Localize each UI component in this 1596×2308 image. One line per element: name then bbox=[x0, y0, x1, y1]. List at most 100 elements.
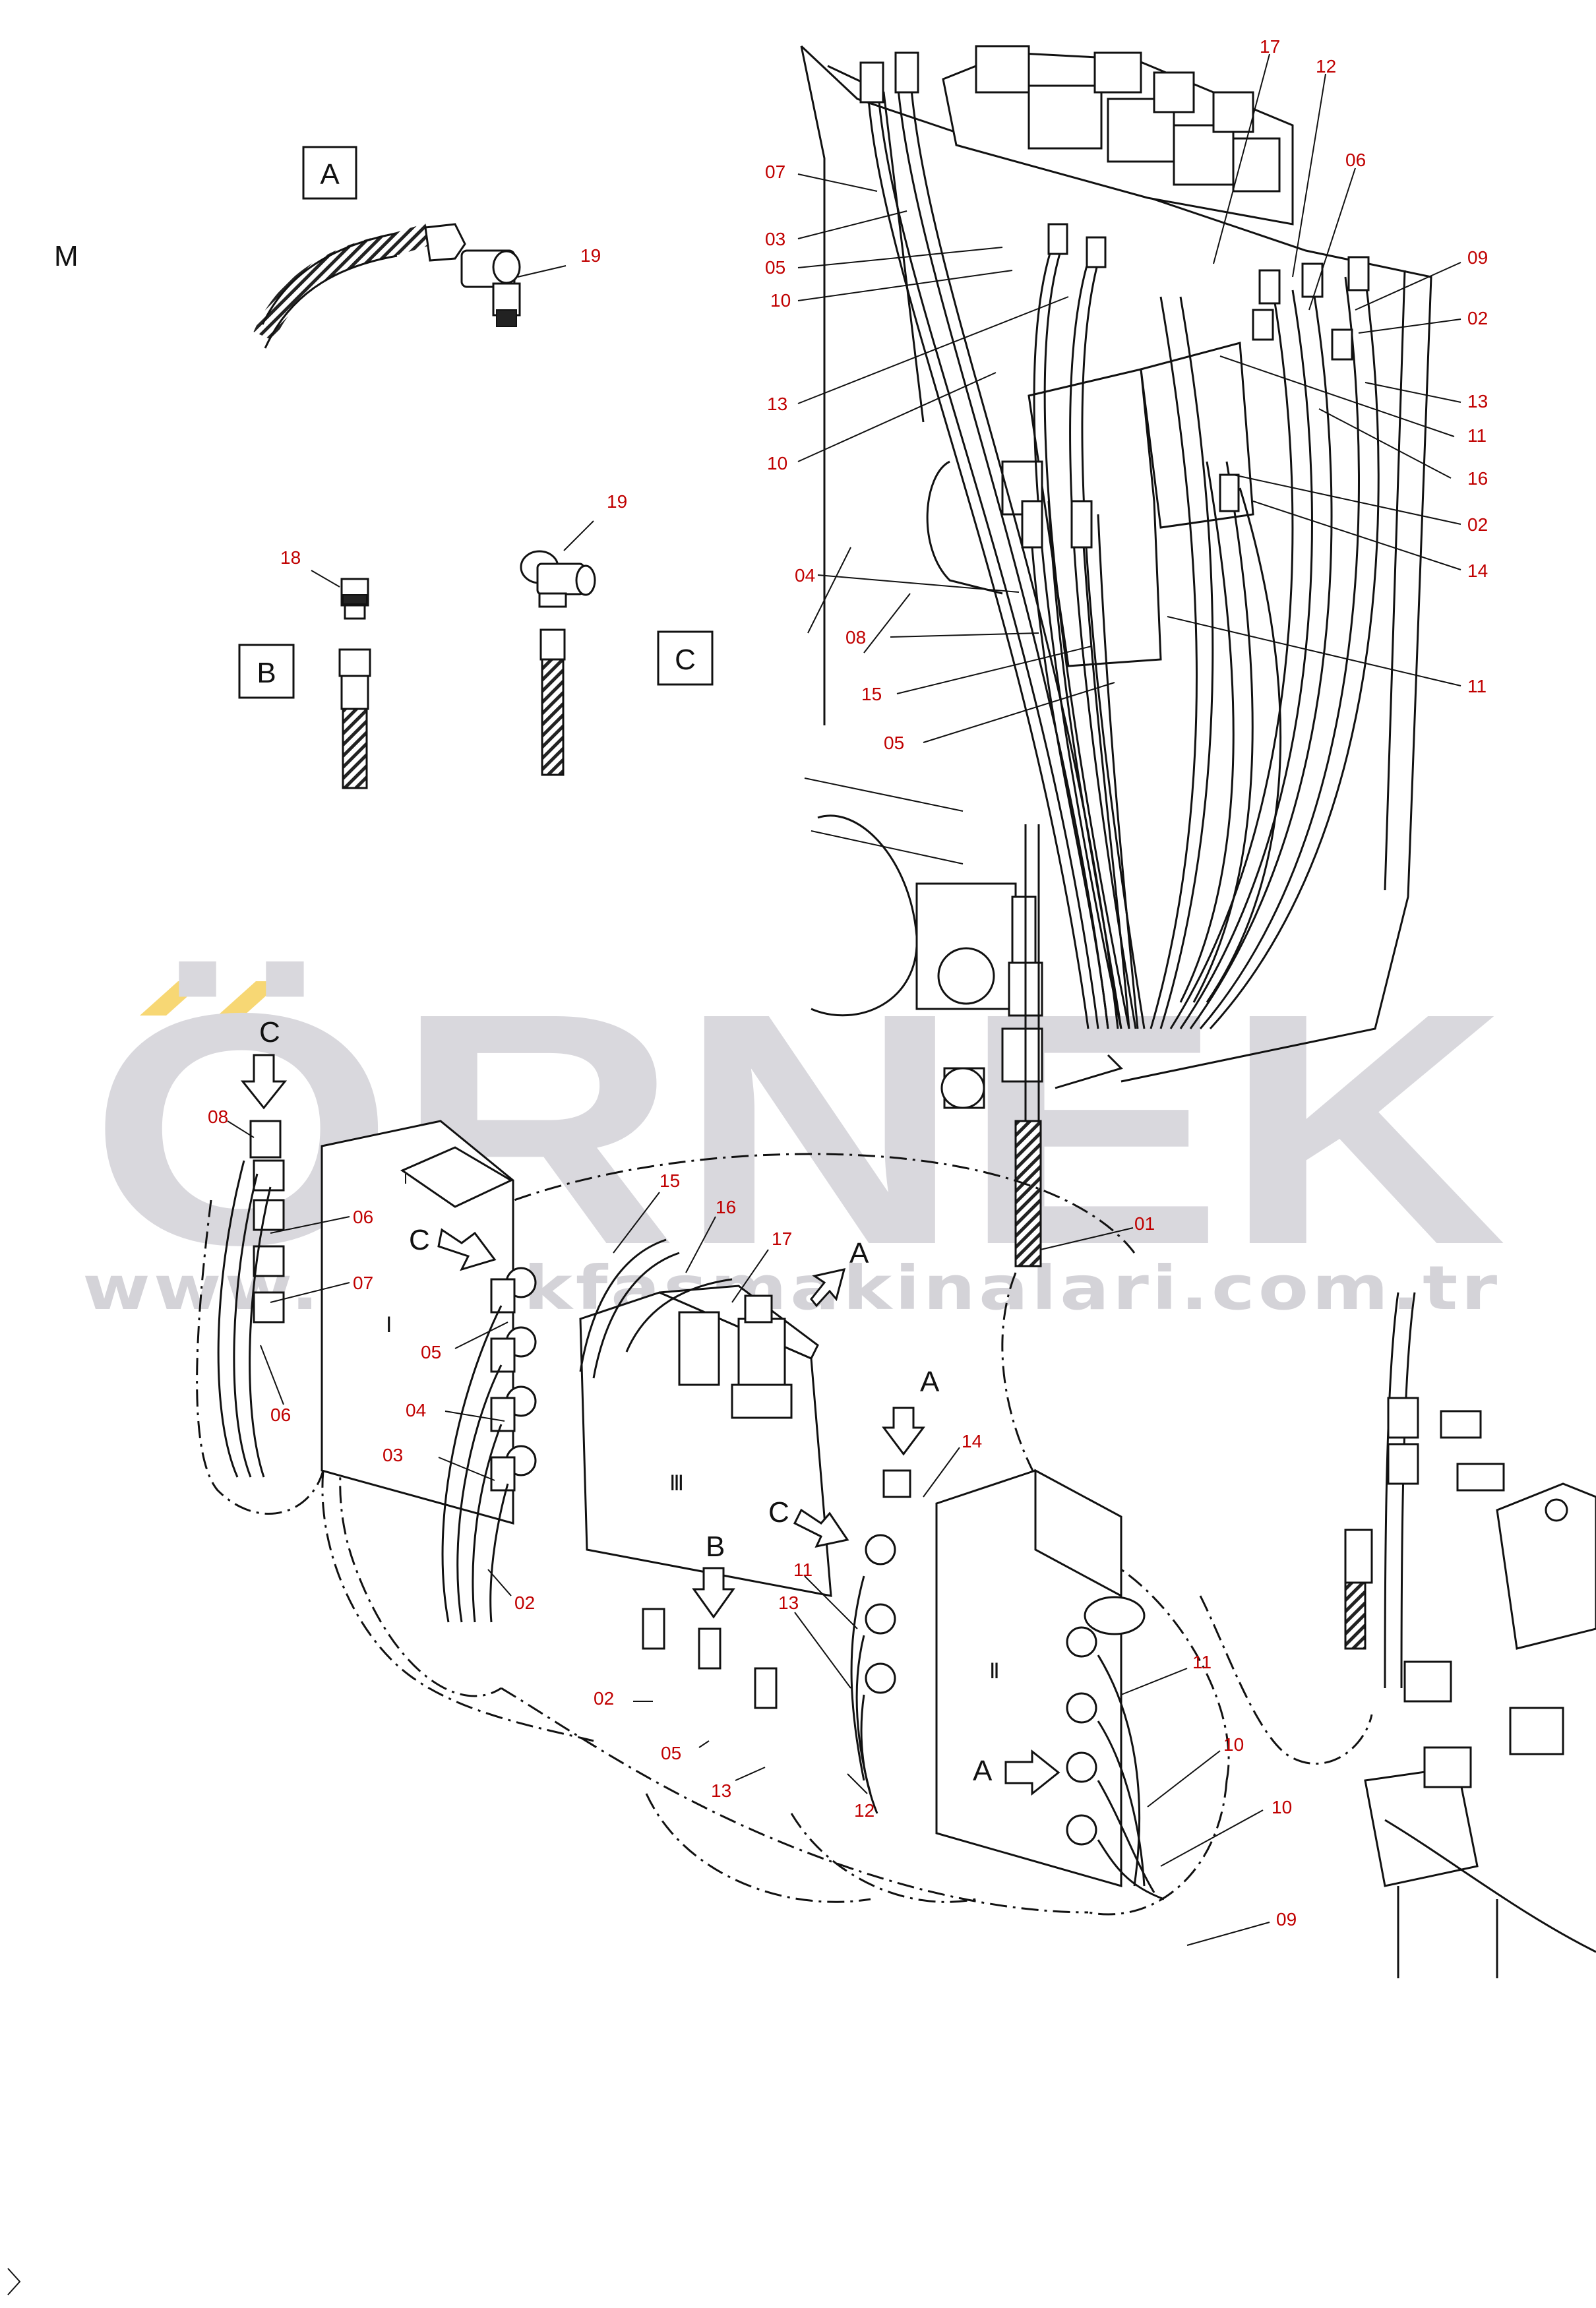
lower-callout-01: 01 bbox=[1134, 1213, 1155, 1234]
upper-callouts-right: 09 02 13 11 16 02 14 11 bbox=[1467, 247, 1488, 696]
watermark-url: www.ornekfasmakinalari.com.tr bbox=[82, 1253, 1500, 1323]
upper-callout-10b: 10 bbox=[767, 453, 787, 473]
detail-a-hose bbox=[253, 223, 432, 342]
upper-leaders-left bbox=[797, 173, 1115, 743]
upper-callout-11: 11 bbox=[1467, 425, 1487, 446]
upper-callouts-left: 07 03 05 10 13 10 04 08 15 05 bbox=[765, 162, 904, 753]
lower-callout-10: 10 bbox=[1223, 1734, 1244, 1755]
page-marker: M bbox=[54, 240, 78, 272]
block-2-label: Ⅱ bbox=[989, 1659, 1000, 1683]
view-arrow-c-top bbox=[240, 1054, 288, 1110]
upper-fittings bbox=[859, 51, 1370, 549]
lower-callout-16: 16 bbox=[716, 1197, 736, 1217]
upper-callout-03: 03 bbox=[765, 229, 785, 249]
view-arrow-a-block2-label: A bbox=[973, 1755, 993, 1787]
upper-callout-12: 12 bbox=[1316, 56, 1336, 76]
upper-callout-13b: 13 bbox=[1467, 391, 1488, 411]
upper-callout-05: 05 bbox=[765, 257, 785, 278]
watermark: ÖRNEK www.ornekfasmakinalari.com.tr bbox=[82, 944, 1507, 1323]
upper-callouts-top: 17 12 06 bbox=[1260, 36, 1366, 170]
upper-gauge-pipe bbox=[811, 814, 1123, 1267]
detail-b-callout-18: 18 bbox=[280, 547, 301, 568]
upper-callout-16: 16 bbox=[1467, 468, 1488, 489]
detail-b: B 18 bbox=[238, 547, 371, 789]
upper-callout-02: 02 bbox=[1467, 308, 1488, 328]
detail-b-hose-end bbox=[338, 648, 371, 677]
lower-callout-03: 03 bbox=[383, 1445, 403, 1465]
main-line-hose bbox=[1014, 1120, 1042, 1267]
lower-view-arrows: C C A A C B A bbox=[240, 1016, 1060, 1796]
lower-right-piping bbox=[1344, 1292, 1596, 1978]
view-arrow-c-top-label: C bbox=[259, 1016, 280, 1048]
view-arrow-a-top-label: A bbox=[849, 1237, 869, 1269]
valve-bank bbox=[942, 45, 1294, 226]
lower-fittings bbox=[249, 1120, 1097, 1846]
lower-hoses bbox=[217, 1160, 1165, 1900]
lower-callout-13b: 13 bbox=[711, 1780, 731, 1801]
upper-callout-14: 14 bbox=[1467, 561, 1488, 581]
detail-b-box bbox=[238, 644, 295, 699]
block-2: Ⅱ bbox=[935, 1469, 1146, 1887]
view-arrow-a-block3-label: A bbox=[920, 1366, 940, 1398]
lower-callouts: 08 06 07 06 05 04 03 02 15 16 17 01 14 1… bbox=[208, 1107, 1297, 1929]
lower-callout-14: 14 bbox=[962, 1431, 982, 1451]
upper-leaders-top bbox=[1213, 53, 1356, 311]
detail-a-callout-19: 19 bbox=[580, 245, 601, 266]
view-arrow-a-block3 bbox=[882, 1407, 925, 1456]
view-arrow-b bbox=[692, 1567, 735, 1619]
upper-callout-11b: 11 bbox=[1467, 676, 1487, 696]
lower-callout-04: 04 bbox=[406, 1400, 426, 1420]
lower-callout-13: 13 bbox=[778, 1593, 799, 1613]
upper-callout-02b: 02 bbox=[1467, 514, 1488, 535]
lower-callout-12: 12 bbox=[854, 1800, 875, 1821]
block-1-label: Ⅰ bbox=[386, 1313, 392, 1337]
watermark-accent-mark-2 bbox=[218, 981, 282, 1016]
detail-c-hose bbox=[541, 658, 565, 776]
detail-c-box bbox=[657, 630, 714, 686]
lower-callout-09: 09 bbox=[1276, 1909, 1297, 1929]
corner-mark bbox=[7, 2268, 21, 2295]
upper-callout-04: 04 bbox=[795, 565, 815, 586]
lower-callout-15: 15 bbox=[660, 1170, 680, 1191]
lower-callout-11: 11 bbox=[793, 1560, 813, 1580]
detail-c-label: C bbox=[675, 644, 696, 676]
upper-callout-05b: 05 bbox=[884, 733, 904, 753]
upper-callout-08: 08 bbox=[845, 627, 866, 648]
detail-b-hose bbox=[342, 708, 368, 789]
upper-callout-06: 06 bbox=[1345, 150, 1366, 170]
lower-leaders bbox=[227, 1120, 1270, 1946]
upper-callout-17: 17 bbox=[1260, 36, 1280, 57]
view-arrow-c-block3-label: C bbox=[768, 1496, 789, 1529]
detail-a-fitting bbox=[424, 223, 466, 262]
lower-callout-10b: 10 bbox=[1272, 1797, 1292, 1817]
watermark-accent-mark bbox=[140, 981, 204, 1016]
view-arrow-c-block3 bbox=[793, 1508, 849, 1548]
detail-a-label: A bbox=[320, 158, 340, 191]
upper-callout-09: 09 bbox=[1467, 247, 1488, 268]
view-arrow-c-block1-label: C bbox=[409, 1224, 430, 1256]
lower-callout-07: 07 bbox=[353, 1273, 373, 1293]
view-arrow-a-top bbox=[810, 1267, 846, 1308]
upper-frame bbox=[800, 45, 1432, 1083]
block-3: Ⅲ bbox=[579, 1285, 832, 1597]
upper-callout-13: 13 bbox=[767, 394, 787, 414]
lower-assembly: Ⅰ Ⅲ Ⅱ bbox=[196, 1016, 1596, 1978]
detail-a-box bbox=[302, 146, 357, 200]
view-arrow-a-block2 bbox=[1004, 1749, 1060, 1796]
upper-assembly: 07 03 05 10 13 10 04 08 15 05 17 12 06 bbox=[765, 36, 1488, 1267]
lower-callout-05b: 05 bbox=[661, 1743, 681, 1763]
lower-callout-05: 05 bbox=[421, 1342, 441, 1362]
view-arrow-c-block1 bbox=[437, 1228, 497, 1271]
lower-callout-02: 02 bbox=[514, 1593, 535, 1613]
detail-c: C 19 bbox=[520, 491, 714, 776]
lower-callout-11b: 11 bbox=[1192, 1652, 1212, 1672]
upper-callout-10: 10 bbox=[770, 290, 791, 311]
lower-callout-06: 06 bbox=[353, 1207, 373, 1227]
view-arrow-b-label: B bbox=[706, 1531, 725, 1563]
detail-c-callout-19: 19 bbox=[607, 491, 627, 512]
upper-leaders-right bbox=[1167, 262, 1461, 686]
lower-callout-02b: 02 bbox=[594, 1688, 614, 1709]
detail-a: A 19 bbox=[253, 146, 601, 349]
block-3-label: Ⅲ bbox=[669, 1471, 684, 1495]
